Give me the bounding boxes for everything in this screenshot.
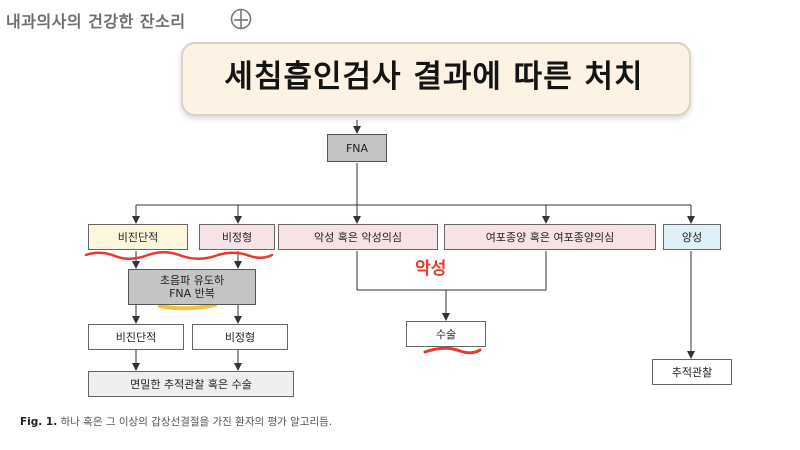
- node-surgery: 수술: [406, 321, 486, 347]
- node-fna: FNA: [327, 134, 387, 162]
- figure-caption: Fig. 1. 하나 혹은 그 이상의 갑상선결절을 가진 환자의 평가 알고리…: [20, 414, 332, 429]
- node-repeat-nondiagnostic: 비진단적: [88, 324, 184, 350]
- caption-prefix: Fig. 1.: [20, 416, 58, 428]
- node-followup: 추적관찰: [652, 359, 732, 385]
- node-close-followup: 면밀한 추적관찰 혹은 수술: [88, 371, 294, 397]
- node-nondiagnostic: 비진단적: [88, 224, 188, 250]
- node-atypia: 비정형: [199, 224, 275, 250]
- node-malignant-suspicious: 악성 혹은 악성의심: [278, 224, 438, 250]
- yellow-underline-repeat: [158, 303, 217, 311]
- channel-name: 내과의사의 건강한 잔소리: [6, 12, 186, 31]
- malignant-annotation: 악성: [415, 259, 447, 279]
- node-repeat-atypia: 비정형: [192, 324, 288, 350]
- red-underline-surgery: [423, 346, 482, 355]
- red-underline-results: [84, 251, 274, 260]
- caption-text: 하나 혹은 그 이상의 갑상선결절을 가진 환자의 평가 알고리듬.: [60, 416, 333, 428]
- title-box: [181, 42, 691, 116]
- node-repeat-fna: 초음파 유도하 FNA 반복: [128, 269, 256, 305]
- node-benign: 양성: [663, 224, 721, 250]
- plus-circle-icon: [230, 8, 252, 30]
- page-title: 세침흡인검사 결과에 따른 처치: [224, 59, 644, 95]
- node-follicular: 여포종양 혹은 여포종양의심: [444, 224, 656, 250]
